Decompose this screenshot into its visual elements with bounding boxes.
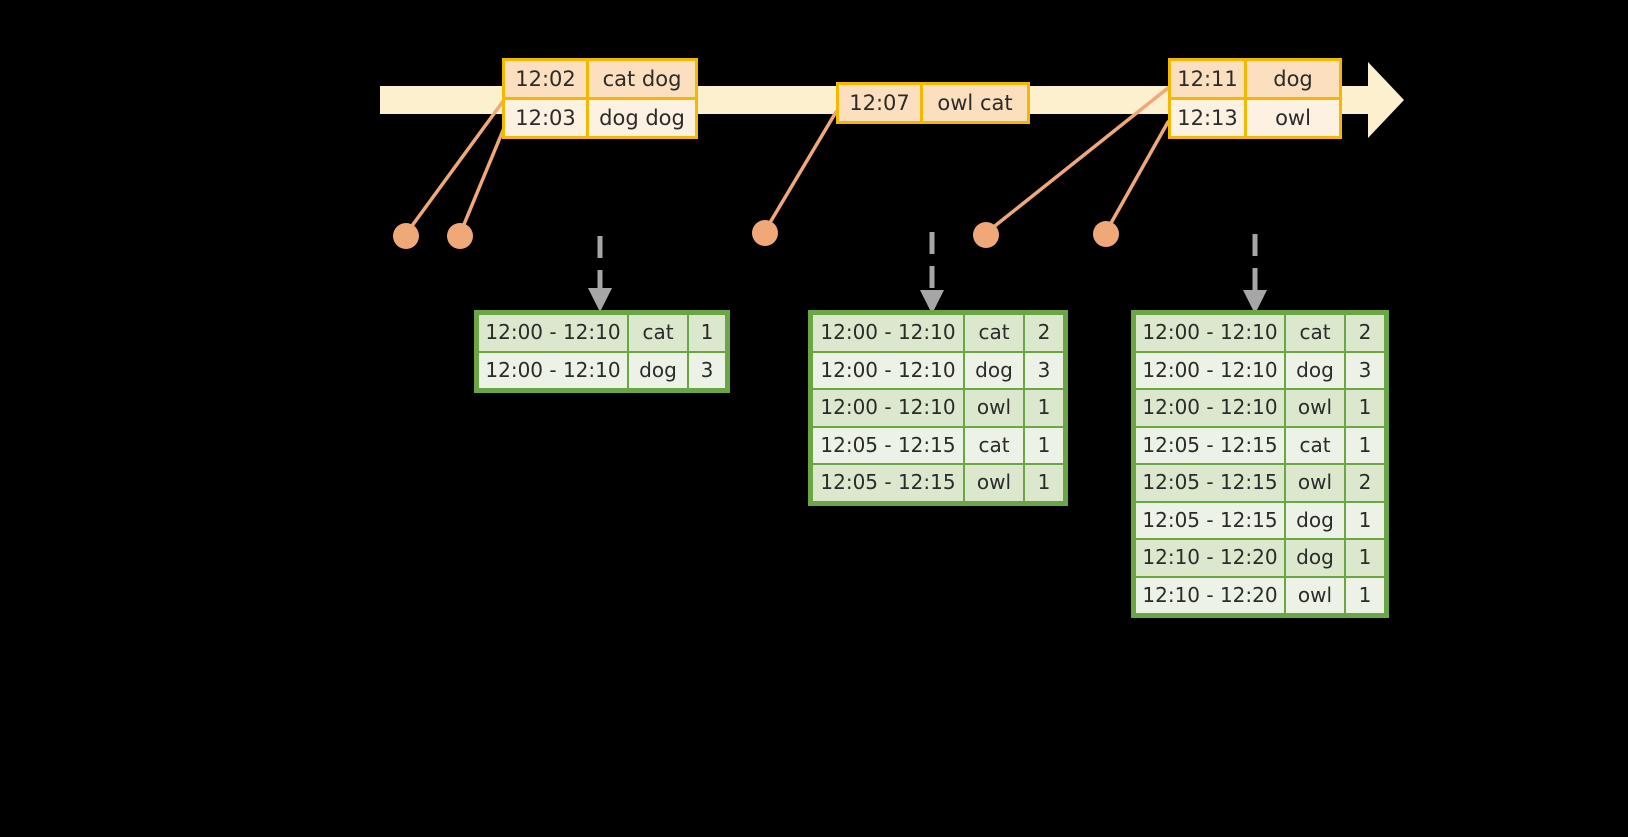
cell-count: 2 xyxy=(1346,465,1384,501)
cell-word: dog xyxy=(965,352,1023,388)
dot-1213 xyxy=(1093,221,1119,247)
cell-window: 12:10 - 12:20 xyxy=(1136,577,1284,613)
table-row: 12:05 - 12:15 owl 2 xyxy=(1135,464,1385,502)
cell-window: 12:00 - 12:10 xyxy=(1136,352,1284,388)
emit-arrow-2 xyxy=(920,232,944,314)
cell-count: 1 xyxy=(1346,577,1384,613)
dot-1203 xyxy=(447,223,473,249)
cell-word: owl xyxy=(1286,577,1344,613)
cell-window: 12:00 - 12:10 xyxy=(1136,315,1284,351)
cell-window: 12:00 - 12:10 xyxy=(1136,390,1284,426)
event-row: 12:03 dog dog xyxy=(505,97,695,136)
event-words: dog xyxy=(1273,67,1313,91)
emit-arrow-1 xyxy=(588,236,612,312)
result-table-1: 12:00 - 12:10 cat 1 12:00 - 12:10 dog 3 xyxy=(474,310,730,393)
event-time: 12:11 xyxy=(1171,61,1247,97)
cell-window: 12:05 - 12:15 xyxy=(813,465,963,501)
cell-count: 1 xyxy=(1346,502,1384,538)
event-dots xyxy=(393,220,1119,249)
event-words: owl cat xyxy=(937,91,1013,115)
dot-1207 xyxy=(752,220,778,246)
event-time: 12:03 xyxy=(505,100,589,136)
table-row: 12:05 - 12:15 cat 1 xyxy=(1135,427,1385,465)
cell-word: dog xyxy=(1286,352,1344,388)
table-row: 12:10 - 12:20 dog 1 xyxy=(1135,539,1385,577)
cell-word: dog xyxy=(1286,502,1344,538)
table-row: 12:00 - 12:10 owl 1 xyxy=(812,389,1064,427)
table-row: 12:05 - 12:15 owl 1 xyxy=(812,464,1064,502)
cell-count: 3 xyxy=(689,352,725,388)
event-row: 12:07 owl cat xyxy=(839,85,1027,121)
table-row: 12:00 - 12:10 owl 1 xyxy=(1135,389,1385,427)
cell-window: 12:05 - 12:15 xyxy=(1136,465,1284,501)
emit-arrows xyxy=(588,232,1267,314)
event-row: 12:02 cat dog xyxy=(505,61,695,97)
cell-window: 12:00 - 12:10 xyxy=(479,315,627,351)
emit-arrow-3 xyxy=(1243,234,1267,314)
cell-count: 2 xyxy=(1346,315,1384,351)
cell-word: dog xyxy=(629,352,687,388)
cell-window: 12:00 - 12:10 xyxy=(479,352,627,388)
cell-window: 12:00 - 12:10 xyxy=(813,315,963,351)
table-row: 12:00 - 12:10 cat 1 xyxy=(478,314,726,352)
event-words: owl xyxy=(1275,106,1311,130)
table-row: 12:10 - 12:20 owl 1 xyxy=(1135,577,1385,615)
table-row: 12:05 - 12:15 cat 1 xyxy=(812,427,1064,465)
cell-count: 1 xyxy=(1346,540,1384,576)
cell-word: owl xyxy=(1286,390,1344,426)
cell-window: 12:00 - 12:10 xyxy=(813,352,963,388)
cell-word: owl xyxy=(1286,465,1344,501)
table-row: 12:00 - 12:10 dog 3 xyxy=(1135,352,1385,390)
event-row: 12:13 owl xyxy=(1171,97,1339,136)
table-row: 12:00 - 12:10 dog 3 xyxy=(812,352,1064,390)
cell-count: 1 xyxy=(1025,427,1063,463)
cell-count: 1 xyxy=(1346,390,1384,426)
cell-word: dog xyxy=(1286,540,1344,576)
cell-count: 3 xyxy=(1346,352,1384,388)
cell-count: 1 xyxy=(1025,390,1063,426)
table-row: 12:00 - 12:10 cat 2 xyxy=(1135,314,1385,352)
cell-count: 2 xyxy=(1025,315,1063,351)
event-time: 12:13 xyxy=(1171,100,1247,136)
event-words: dog dog xyxy=(599,106,685,130)
table-row: 12:00 - 12:10 cat 2 xyxy=(812,314,1064,352)
cell-word: cat xyxy=(965,427,1023,463)
event-time: 12:07 xyxy=(839,85,923,121)
cell-count: 3 xyxy=(1025,352,1063,388)
event-words: cat dog xyxy=(602,67,682,91)
dot-1202 xyxy=(393,223,419,249)
cell-word: cat xyxy=(629,315,687,351)
event-row: 12:11 dog xyxy=(1171,61,1339,97)
table-row: 12:00 - 12:10 dog 3 xyxy=(478,352,726,390)
dot-1211 xyxy=(973,222,999,248)
event-box-3: 12:11 dog 12:13 owl xyxy=(1168,58,1342,139)
cell-window: 12:05 - 12:15 xyxy=(1136,502,1284,538)
cell-window: 12:05 - 12:15 xyxy=(813,427,963,463)
cell-count: 1 xyxy=(1025,465,1063,501)
cell-word: owl xyxy=(965,465,1023,501)
result-table-3: 12:00 - 12:10 cat 2 12:00 - 12:10 dog 3 … xyxy=(1131,310,1389,618)
cell-window: 12:00 - 12:10 xyxy=(813,390,963,426)
cell-count: 1 xyxy=(1346,427,1384,463)
table-row: 12:05 - 12:15 dog 1 xyxy=(1135,502,1385,540)
cell-window: 12:10 - 12:20 xyxy=(1136,540,1284,576)
cell-word: owl xyxy=(965,390,1023,426)
cell-count: 1 xyxy=(689,315,725,351)
result-table-2: 12:00 - 12:10 cat 2 12:00 - 12:10 dog 3 … xyxy=(808,310,1068,506)
event-box-2: 12:07 owl cat xyxy=(836,82,1030,124)
cell-window: 12:05 - 12:15 xyxy=(1136,427,1284,463)
cell-word: cat xyxy=(1286,315,1344,351)
cell-word: cat xyxy=(1286,427,1344,463)
event-time: 12:02 xyxy=(505,61,589,97)
event-box-1: 12:02 cat dog 12:03 dog dog xyxy=(502,58,698,139)
cell-word: cat xyxy=(965,315,1023,351)
